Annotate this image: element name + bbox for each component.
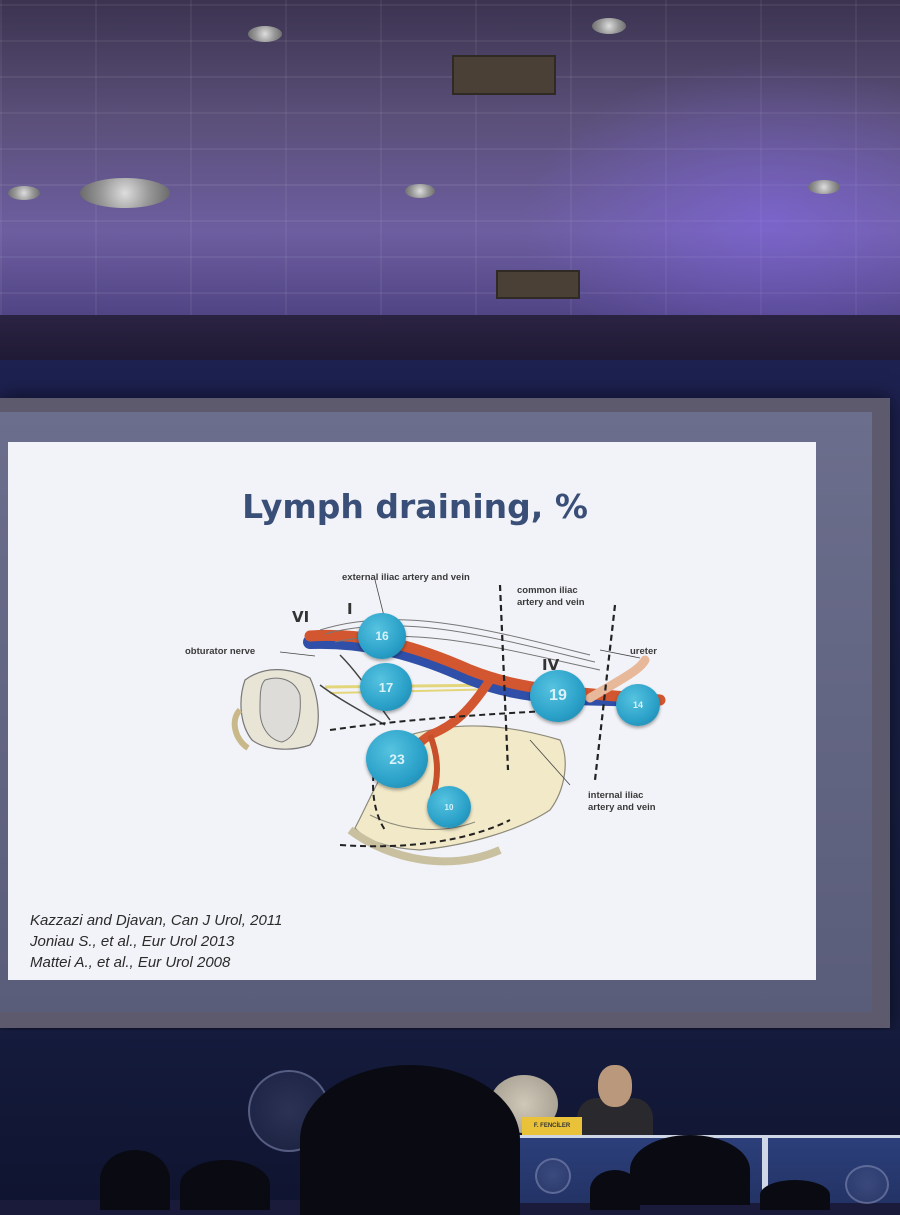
ceiling-light — [808, 180, 840, 194]
desk-logo — [845, 1165, 889, 1204]
ceiling-vent — [452, 55, 556, 95]
ceiling-diffuser — [80, 178, 170, 208]
reference-2: Joniau S., et al., Eur Urol 2013 — [30, 933, 235, 950]
speaker-nameplate: F. FENCİLER — [522, 1117, 582, 1135]
vessel-outline — [324, 625, 596, 663]
pararectal-node: 10 — [427, 786, 471, 828]
lymph-drainage-diagram: external iliac artery and vein common il… — [170, 560, 690, 880]
ceiling-beam — [0, 315, 900, 360]
ureter-vessel — [585, 655, 650, 703]
pubic-bone — [259, 677, 301, 743]
presentation-slide — [8, 442, 816, 980]
external-iliac-node: 16 — [358, 613, 406, 659]
dissection-boundary — [329, 709, 566, 731]
audience-head — [760, 1180, 830, 1210]
dissection-boundary — [372, 764, 386, 831]
common-iliac-node: 19 — [530, 670, 586, 722]
slide-references: Kazzazi and Djavan, Can J Urol, 2011 Jon… — [30, 910, 282, 973]
speaker-head — [598, 1065, 632, 1107]
reference-3: Mattei A., et al., Eur Urol 2008 — [30, 954, 231, 971]
audience-head — [180, 1160, 270, 1210]
dissection-boundary — [498, 584, 510, 771]
label-internal-iliac-line1: internal iliac — [588, 790, 644, 801]
ceiling-light — [8, 186, 40, 200]
presacral-node: 14 — [616, 684, 660, 726]
pelvis-anatomy-illustration — [231, 579, 666, 866]
slide-title: Lymph draining, % — [242, 487, 588, 526]
region-label-i: I — [347, 600, 353, 618]
desk-logo — [535, 1158, 571, 1194]
ceiling-light — [248, 26, 282, 42]
label-external-iliac: external iliac artery and vein — [342, 572, 470, 583]
pubic-ramus — [231, 707, 250, 751]
obturator-node: 17 — [360, 663, 412, 711]
label-leader-line — [529, 739, 571, 786]
audience-head — [630, 1135, 750, 1205]
dissection-boundary — [339, 819, 511, 848]
label-obturator-nerve: obturator nerve — [185, 646, 256, 657]
ceiling-light — [405, 184, 435, 198]
desk-divider — [762, 1135, 768, 1200]
vessel-outline — [319, 619, 591, 656]
nerve-path — [319, 684, 386, 726]
ceiling-light — [592, 18, 626, 34]
label-ureter: ureter — [630, 646, 657, 657]
reference-1: Kazzazi and Djavan, Can J Urol, 2011 — [30, 912, 283, 929]
region-label-iv: IV — [542, 656, 560, 674]
internal-iliac-node: 23 — [366, 730, 428, 788]
label-common-iliac-line1: common iliac — [517, 585, 578, 596]
label-common-iliac-line2: artery and vein — [517, 597, 585, 608]
audience-head — [300, 1065, 520, 1215]
label-leader-line — [279, 651, 316, 657]
label-leader-line — [599, 649, 641, 659]
region-label-vi: VI — [292, 608, 310, 626]
audience-head — [590, 1170, 640, 1210]
ceiling-lighting — [520, 60, 900, 330]
ceiling — [0, 0, 900, 330]
audience-head — [100, 1150, 170, 1210]
ceiling-vent — [496, 270, 580, 299]
ceiling-tile-grid — [0, 0, 900, 330]
coccyx — [347, 826, 502, 866]
label-internal-iliac-line2: artery and vein — [588, 802, 656, 813]
